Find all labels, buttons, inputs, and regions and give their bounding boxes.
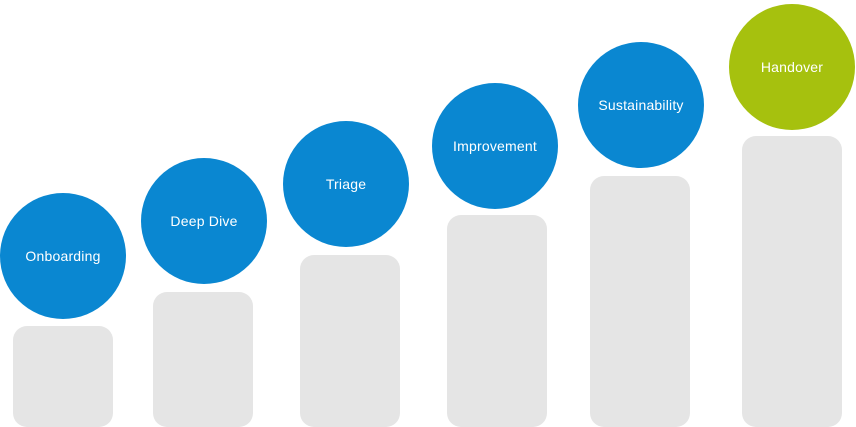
step-label-deep-dive: Deep Dive: [170, 213, 238, 229]
step-pillar-sustainability: [590, 176, 690, 427]
step-pillar-handover: [742, 136, 842, 427]
step-pillar-deep-dive: [153, 292, 253, 427]
step-pillar-improvement: [447, 215, 547, 427]
step-label-handover: Handover: [760, 59, 824, 75]
step-circle-handover: Handover: [729, 4, 855, 130]
step-label-onboarding: Onboarding: [25, 248, 101, 264]
step-circle-triage: Triage: [283, 121, 409, 247]
step-label-triage: Triage: [325, 176, 367, 192]
step-label-sustainability: Sustainability: [598, 97, 684, 113]
step-circle-onboarding: Onboarding: [0, 193, 126, 319]
step-pillar-triage: [300, 255, 400, 427]
step-circle-improvement: Improvement: [432, 83, 558, 209]
step-pillar-onboarding: [13, 326, 113, 427]
step-label-improvement: Improvement: [453, 138, 537, 154]
step-circle-sustainability: Sustainability: [578, 42, 704, 168]
step-circle-deep-dive: Deep Dive: [141, 158, 267, 284]
